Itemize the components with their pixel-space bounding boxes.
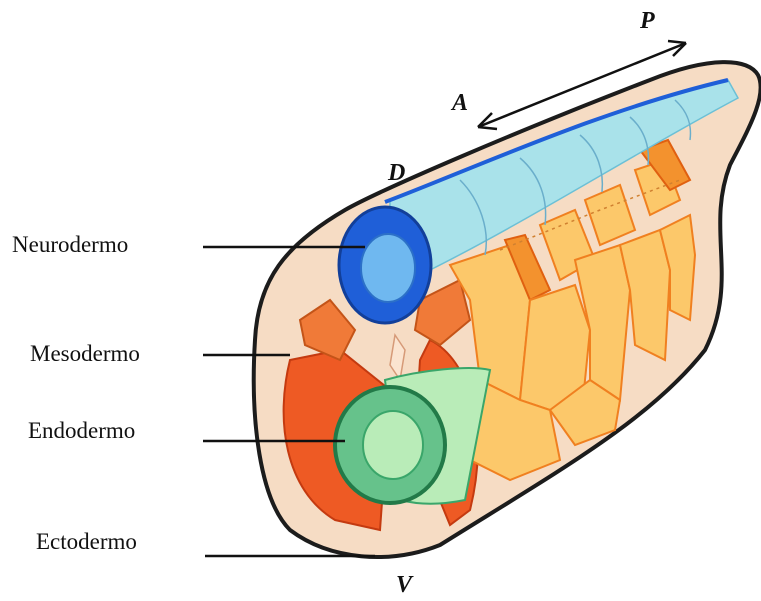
label-neurodermo: Neurodermo [12,232,128,257]
label-endodermo: Endodermo [28,418,135,443]
label-mesodermo: Mesodermo [30,341,140,366]
axis-label-anterior: A [450,90,468,116]
label-ectodermo: Ectodermo [36,529,137,554]
neural-tube [339,207,431,323]
axis-label-posterior: P [639,8,655,34]
axis-label-ventral: V [396,572,414,598]
axis-label-dorsal: D [387,160,405,186]
